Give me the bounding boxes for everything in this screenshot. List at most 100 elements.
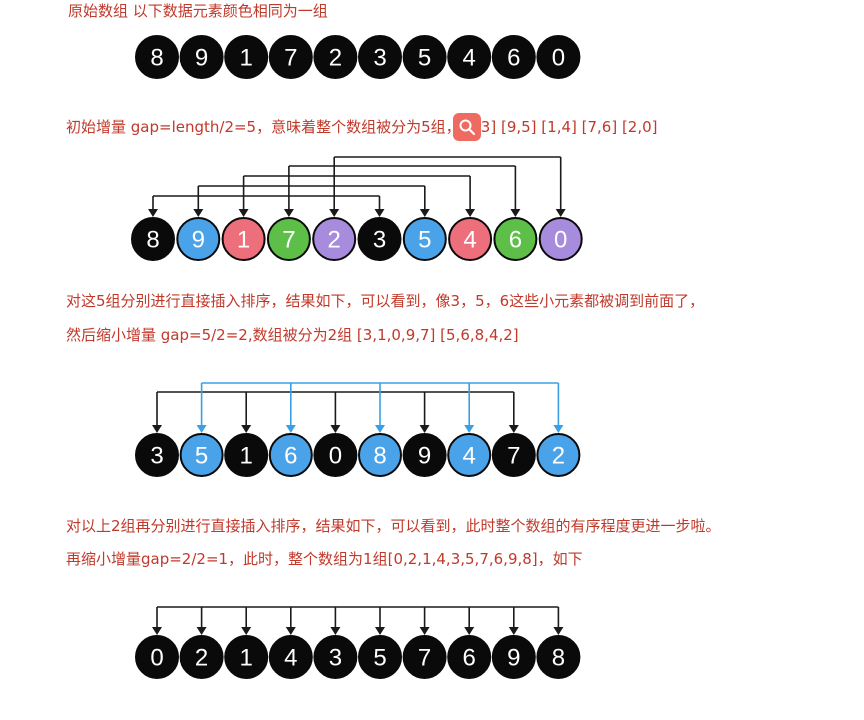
- element-circle: [491, 635, 536, 679]
- element-circle: [402, 35, 447, 79]
- element-circle: [358, 35, 402, 79]
- array-element: 5: [358, 635, 402, 679]
- array-element: 5: [402, 217, 447, 261]
- element-value: 7: [284, 45, 297, 72]
- group-connector: [196, 382, 564, 433]
- array-element: 2: [536, 433, 581, 477]
- element-value: 5: [418, 45, 431, 72]
- array-element: 1: [224, 35, 269, 79]
- array-element: 7: [266, 217, 311, 261]
- element-value: 6: [284, 443, 297, 470]
- arrowhead: [465, 209, 476, 217]
- arrowhead: [555, 209, 566, 217]
- arrowhead: [238, 209, 249, 217]
- element-circle: [536, 35, 581, 79]
- element-value: 2: [328, 227, 341, 254]
- arrowhead: [330, 627, 341, 635]
- group-connector: [238, 175, 476, 217]
- element-circle: [131, 217, 175, 261]
- element-value: 4: [284, 645, 297, 672]
- arrowhead: [241, 627, 252, 635]
- arrowhead: [283, 209, 294, 217]
- element-circle: [313, 635, 358, 679]
- element-circle: [135, 635, 179, 679]
- element-circle: [491, 35, 536, 79]
- element-circle: [179, 35, 224, 79]
- group-connector: [152, 606, 564, 635]
- array-element: 0: [313, 433, 358, 477]
- array-element: 8: [135, 35, 179, 79]
- element-circle: [357, 217, 402, 261]
- element-value: 6: [509, 227, 522, 254]
- arrowhead: [419, 627, 430, 635]
- arrowhead: [193, 209, 204, 217]
- element-circle: [447, 433, 492, 477]
- array-element: 2: [179, 635, 224, 679]
- element-circle: [536, 433, 581, 477]
- element-value: 5: [418, 227, 431, 254]
- element-value: 9: [507, 645, 520, 672]
- element-value: 6: [463, 645, 476, 672]
- element-circle: [224, 35, 269, 79]
- element-circle: [312, 217, 357, 261]
- arrowhead: [285, 627, 296, 635]
- array-element: 0: [538, 217, 583, 261]
- element-value: 0: [554, 227, 567, 254]
- caption-after5-line1: 对这5组分别进行直接插入排序，结果如下，可以看到，像3，5，6这些小元素都被调到…: [66, 292, 705, 310]
- element-circle: [224, 635, 269, 679]
- element-circle: [135, 433, 179, 477]
- array-element: 3: [358, 35, 402, 79]
- element-circle: [268, 433, 313, 477]
- array-element: 3: [313, 635, 358, 679]
- array-element: 5: [179, 433, 224, 477]
- arrowhead: [510, 209, 521, 217]
- element-value: 9: [418, 443, 431, 470]
- group-connector: [148, 195, 385, 217]
- array-element: 8: [536, 635, 581, 679]
- element-circle: [358, 433, 402, 477]
- element-value: 7: [418, 645, 431, 672]
- element-circle: [491, 433, 536, 477]
- array-element: 7: [491, 433, 536, 477]
- array-element: 5: [402, 35, 447, 79]
- array-element: 7: [268, 35, 313, 79]
- arrowhead: [375, 627, 385, 635]
- arrowhead: [419, 209, 430, 217]
- arrowhead: [375, 425, 385, 433]
- element-value: 2: [195, 645, 208, 672]
- arrowhead: [553, 425, 564, 433]
- element-circle: [358, 635, 402, 679]
- array-element: 4: [447, 35, 492, 79]
- element-value: 9: [195, 45, 208, 72]
- search-badge[interactable]: [453, 113, 481, 141]
- element-value: 1: [237, 227, 250, 254]
- array-element: 6: [268, 433, 313, 477]
- array-element: 9: [179, 35, 224, 79]
- arrowhead: [152, 425, 162, 433]
- array-element: 2: [312, 217, 357, 261]
- arrowhead: [285, 425, 296, 433]
- arrowhead: [196, 627, 207, 635]
- element-value: 5: [373, 645, 386, 672]
- caption-gap5: 初始增量 gap=length/2=5，意味着整个数组被分为5组，[8,3] […: [66, 118, 658, 136]
- array-element: 3: [135, 433, 179, 477]
- element-value: 4: [463, 45, 476, 72]
- arrowhead: [419, 425, 430, 433]
- element-circle: [536, 635, 581, 679]
- arrowhead: [374, 209, 385, 217]
- element-circle: [448, 217, 493, 261]
- arrowhead: [553, 627, 564, 635]
- arrowhead: [152, 627, 162, 635]
- caption-after5-line2: 然后缩小增量 gap=5/2=2,数组被分为2组 [3,1,0,9,7] [5,…: [66, 326, 519, 344]
- array-element: 4: [448, 217, 493, 261]
- arrowhead: [196, 425, 207, 433]
- element-value: 7: [282, 227, 295, 254]
- element-circle: [268, 635, 313, 679]
- array-element: 1: [221, 217, 266, 261]
- element-circle: [176, 217, 221, 261]
- element-circle: [402, 433, 447, 477]
- element-value: 0: [329, 443, 342, 470]
